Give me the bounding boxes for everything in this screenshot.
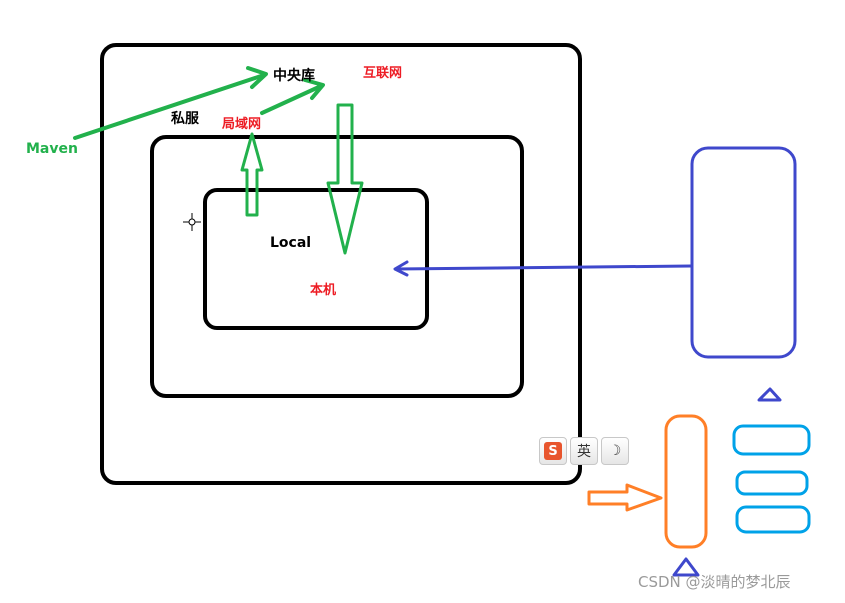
ime-toolbar: S 英 ☽: [539, 437, 629, 465]
label-machine: 本机: [310, 282, 336, 298]
orange-rect: [664, 414, 708, 549]
label-local: Local: [270, 235, 311, 251]
inner-box-local: [203, 188, 429, 330]
sogou-logo-icon: S: [544, 442, 562, 460]
blue-triangle-bottom: [672, 557, 700, 577]
maven-arrow: [73, 66, 268, 140]
cyan-pill-3: [735, 505, 811, 534]
watermark: CSDN @淡晴的梦北辰: [638, 573, 791, 591]
crosshair-icon: [183, 213, 201, 231]
ime-mode-button[interactable]: ☽: [601, 437, 629, 465]
ime-logo-button[interactable]: S: [539, 437, 567, 465]
label-internet: 互联网: [363, 66, 402, 81]
orange-arrow: [587, 483, 663, 512]
label-maven: Maven: [26, 141, 78, 157]
blue-triangle: [757, 387, 782, 402]
blue-rect: [690, 146, 797, 359]
lan-arrow: [260, 78, 325, 115]
hollow-up-arrow: [240, 132, 264, 217]
cyan-pill-1: [732, 424, 811, 456]
label-lan: 局域网: [222, 116, 261, 132]
ime-language-label: 英: [577, 444, 591, 460]
label-central: 中央库: [273, 67, 315, 84]
outer-box-central: [100, 43, 582, 485]
moon-icon: ☽: [608, 443, 622, 459]
ime-language-button[interactable]: 英: [570, 437, 598, 465]
hollow-down-arrow: [326, 103, 364, 255]
label-private: 私服: [171, 110, 200, 127]
cyan-pill-2: [735, 470, 809, 496]
blue-arrow: [393, 260, 693, 277]
